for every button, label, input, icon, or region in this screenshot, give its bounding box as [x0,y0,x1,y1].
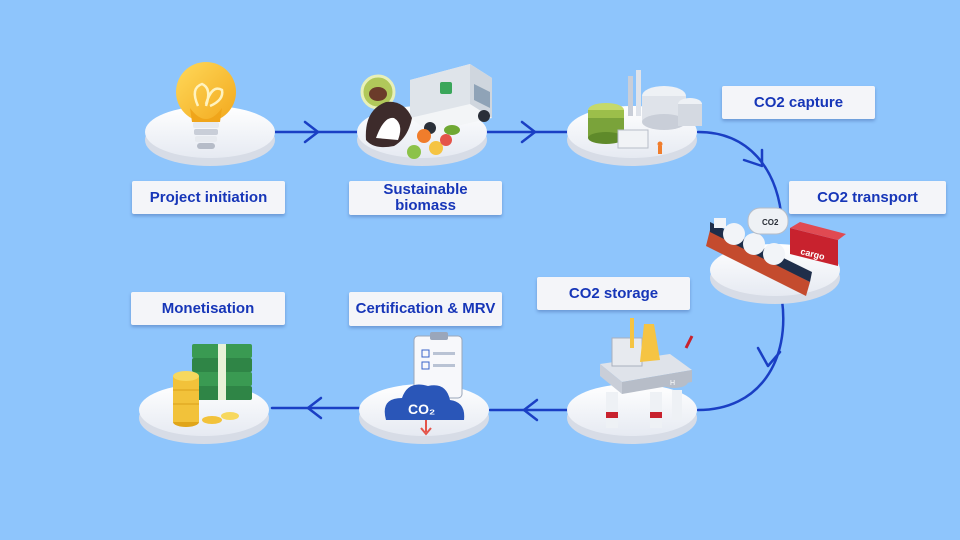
label-co2-storage: CO2 storage [537,277,690,310]
arrow-3-line [696,130,784,224]
label-project-initiation: Project initiation [132,181,285,214]
arrow-4-head [756,346,782,368]
step-co2-storage: H [567,318,697,444]
flow-lines [270,120,785,422]
arrow-6-head [306,396,323,420]
arrow-3-head [742,148,764,168]
co2-cloud-certificate-icon: CO₂ [384,332,465,436]
step-certification-mrv: CO₂ [359,332,489,444]
step-co2-capture [567,70,702,166]
label-co2-transport: CO2 transport [789,181,946,214]
ship-train-icon: CO2 cargo [706,207,846,296]
arrow-4-line [696,298,785,412]
money-stack-icon [173,344,252,427]
arrow-2-head [520,120,537,144]
step-sustainable-biomass [357,64,492,166]
biomass-truck-icon [360,64,492,159]
arrow-5-head [522,398,539,422]
arrow-1-head [303,120,320,144]
offshore-platform-icon: H [600,318,694,428]
label-monetisation: Monetisation [131,292,285,325]
label-co2-capture: CO2 capture [722,86,875,119]
cloud-co2-text: CO₂ [408,401,435,417]
capture-plant-icon [588,70,702,154]
step-co2-transport: CO2 cargo [706,207,846,304]
lightbulb-icon [176,62,236,149]
label-sustainable-biomass: Sustainable biomass [349,181,502,215]
platform-disc-top [567,384,697,436]
step-monetisation [139,344,269,444]
step-project-initiation [145,62,275,166]
svg-text:H: H [670,380,675,387]
tank-co2-text: CO2 [762,218,779,227]
label-certification-mrv: Certification & MRV [349,292,502,326]
